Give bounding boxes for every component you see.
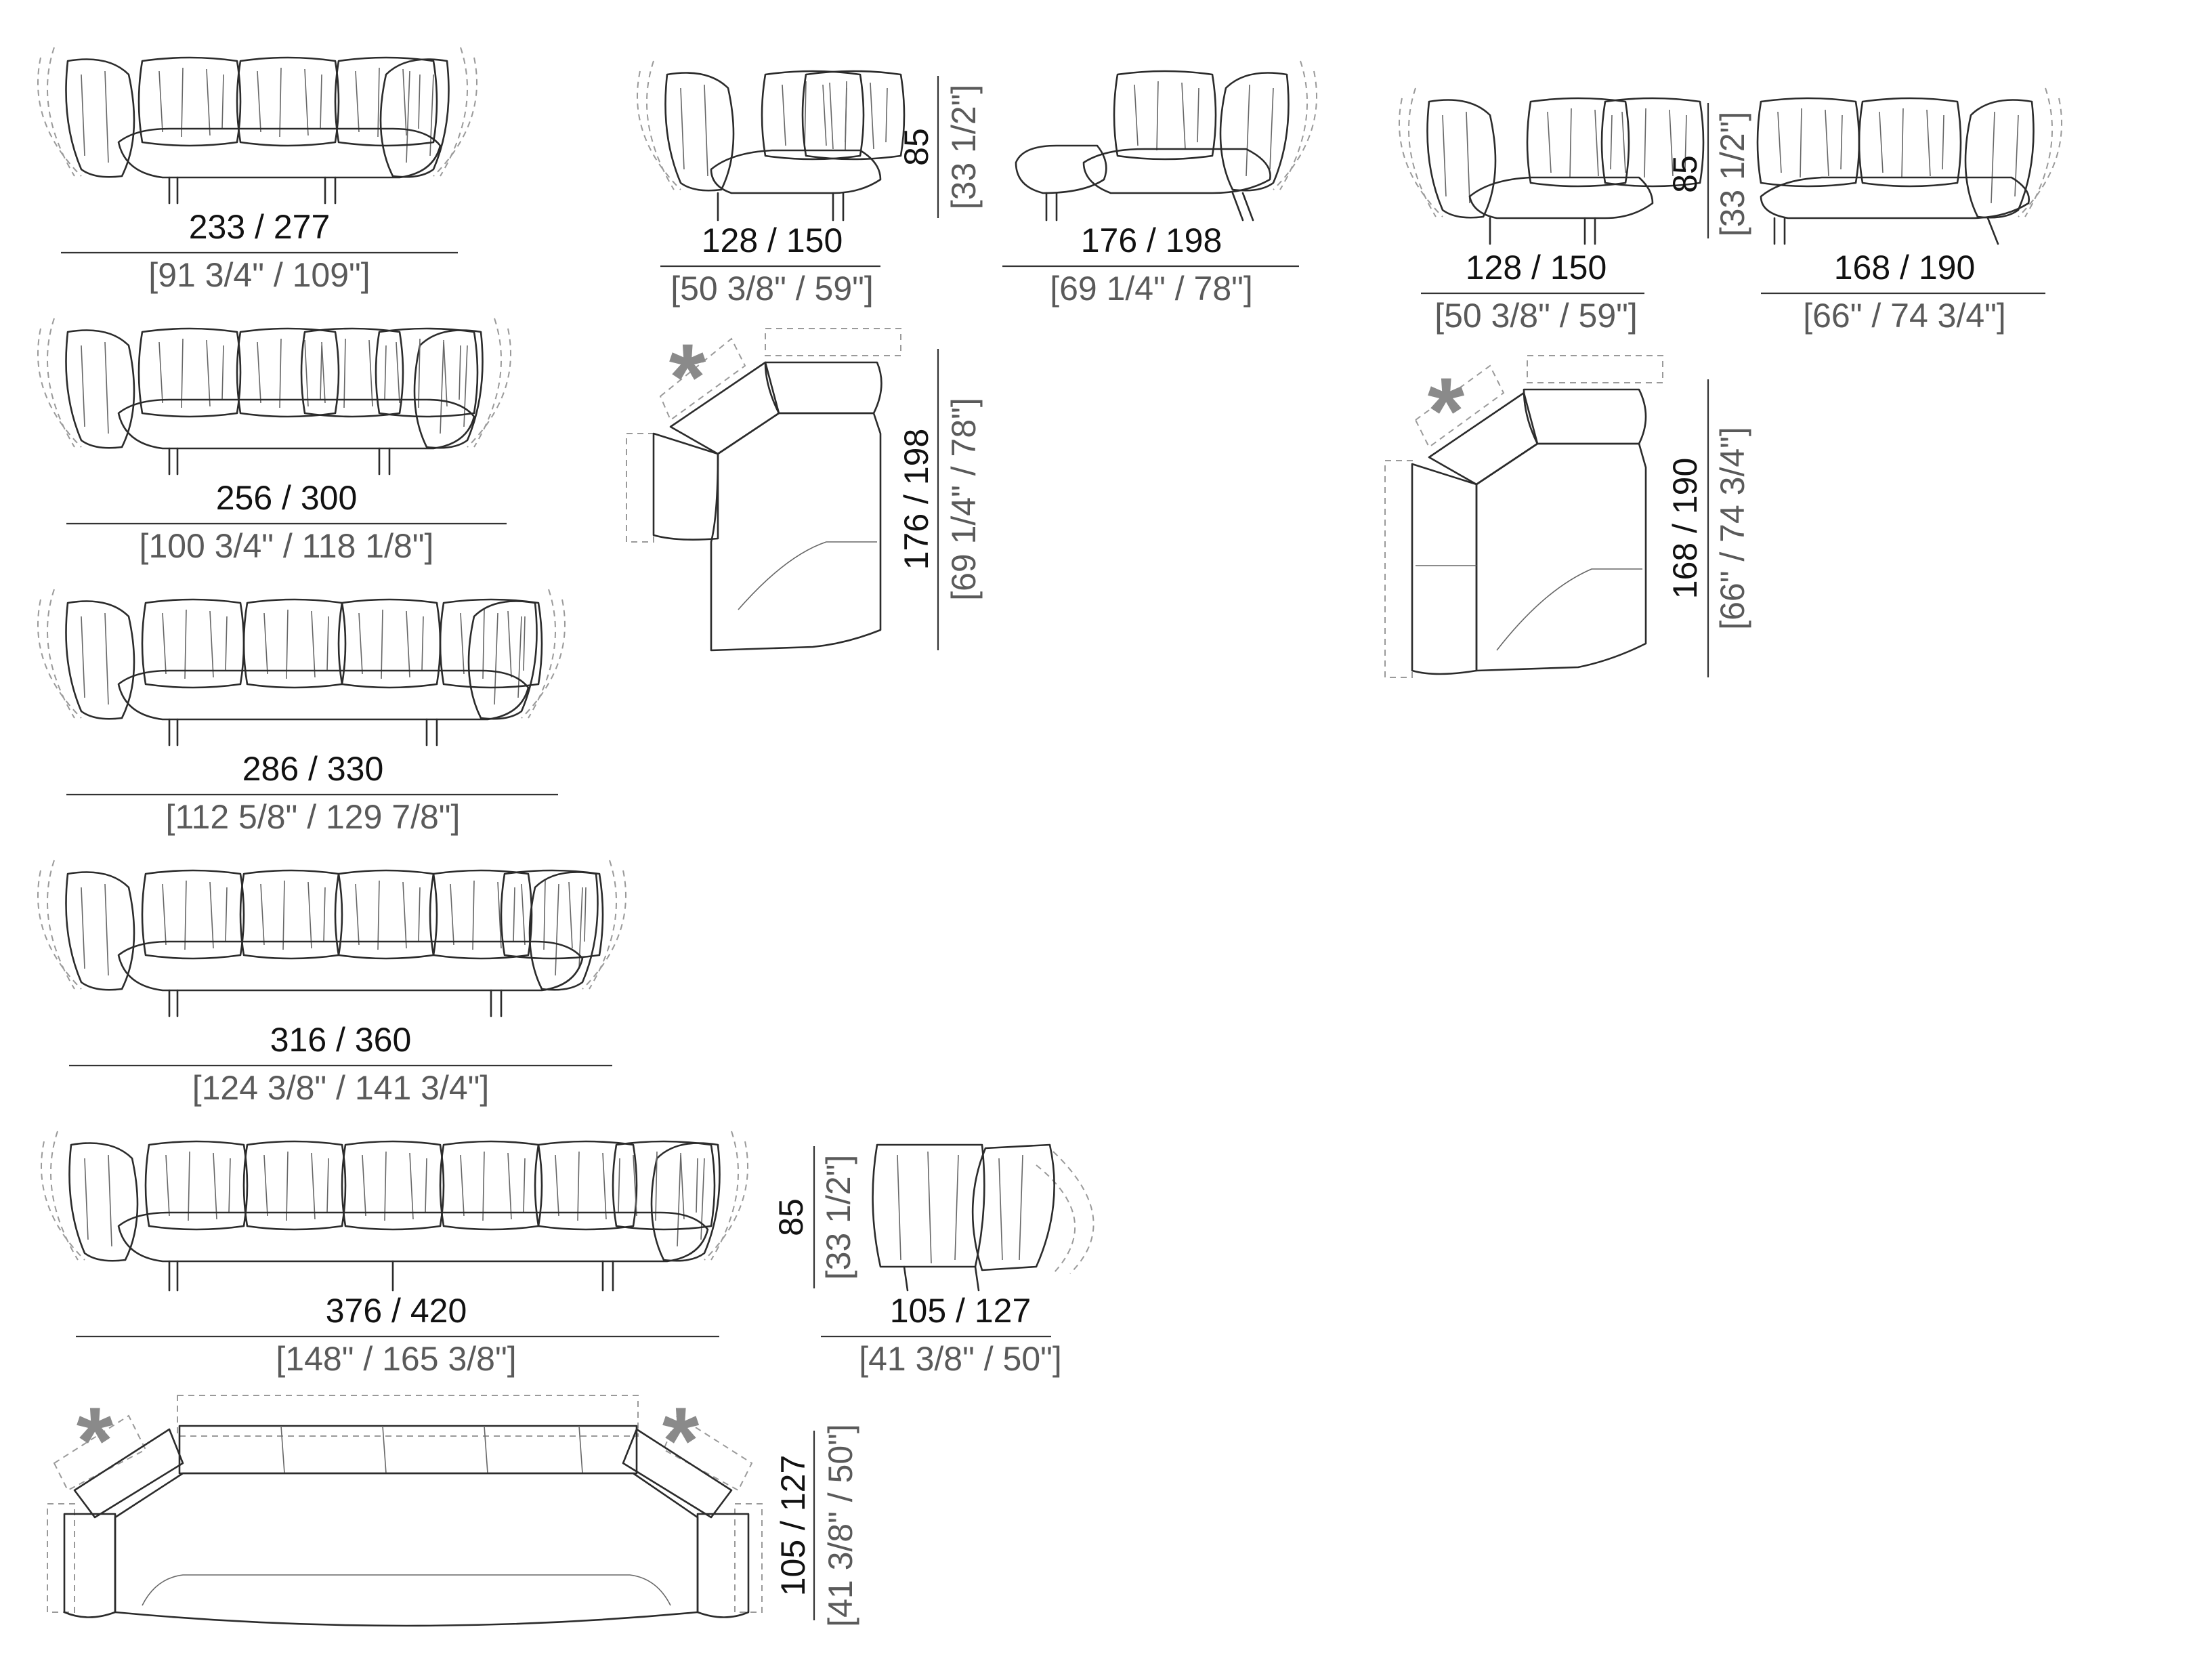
side-width-cm: 105 / 127 (890, 1292, 1031, 1330)
sofa-side-view (872, 1143, 1094, 1292)
corner-left-plan-view: * (626, 324, 901, 652)
corner-left-height-cm: 85 (897, 128, 935, 166)
sofa-front-view-376 (40, 1130, 749, 1292)
sofa-286-inch: [112 5/8" / 129 7/8"] (166, 798, 461, 836)
corner-left-front-a-cm: 128 / 150 (702, 222, 843, 259)
corner-left-front-a (636, 60, 906, 222)
corner-left-front-b-cm: 176 / 198 (1081, 222, 1222, 259)
sofa-plan-view: * * (47, 1387, 763, 1627)
corner-right-front-b-cm: 168 / 190 (1834, 249, 1976, 287)
sofa-376-cm: 376 / 420 (326, 1292, 467, 1330)
corner-left-depth-cm: 176 / 198 (897, 429, 935, 570)
corner-right-height-cm: 85 (1666, 155, 1704, 193)
sofa-front-view-256 (37, 317, 512, 476)
corner-left-front-b (1015, 60, 1318, 222)
corner-right-plan-marker: * (1428, 358, 1465, 464)
corner-right-depth-inch: [66" / 74 3/4"] (1714, 427, 1751, 630)
side-height-cm: 85 (772, 1198, 810, 1236)
corner-right-front-b-inch: [66" / 74 3/4"] (1803, 297, 2006, 335)
sofa-front-view-316 (37, 859, 627, 1017)
sofa-233-cm: 233 / 277 (189, 208, 331, 246)
corner-left-plan-marker: * (669, 324, 706, 430)
corner-right-depth-cm: 168 / 190 (1666, 458, 1704, 599)
sofa-233-inch: [91 3/4" / 109"] (148, 256, 370, 294)
sofa-front-view-233 (37, 46, 478, 205)
corner-left-depth-inch: [69 1/4" / 78"] (945, 398, 983, 601)
sofa-256-cm: 256 / 300 (216, 479, 358, 517)
corner-right-front-b (1756, 87, 2063, 245)
sofa-376-inch: [148" / 165 3/8"] (276, 1340, 516, 1378)
sofa-256-inch: [100 3/4" / 118 1/8"] (140, 527, 434, 565)
side-width-inch: [41 3/8" / 50"] (859, 1340, 1062, 1378)
corner-right-front-a-inch: [50 3/8" / 59"] (1434, 297, 1638, 335)
sofa-316-inch: [124 3/8" / 141 3/4"] (192, 1069, 490, 1107)
corner-right-front-a-cm: 128 / 150 (1466, 249, 1607, 287)
plan-depth-cm: 105 / 127 (774, 1455, 812, 1597)
plan-depth-inch: [41 3/8" / 50"] (822, 1424, 859, 1627)
corner-right-front-a (1398, 87, 1705, 245)
corner-left-front-b-inch: [69 1/4" / 78"] (1050, 270, 1253, 308)
sofa-front-view-286 (37, 588, 566, 746)
side-height-inch: [33 1/2"] (820, 1155, 857, 1280)
plan-right-marker: * (662, 1387, 700, 1494)
corner-right-height-inch: [33 1/2"] (1714, 112, 1751, 237)
corner-right-plan-view: * (1384, 355, 1663, 678)
plan-left-marker: * (77, 1387, 114, 1494)
sofa-286-cm: 286 / 330 (242, 750, 384, 788)
corner-left-front-a-inch: [50 3/8" / 59"] (671, 270, 874, 308)
corner-left-height-inch: [33 1/2"] (945, 85, 983, 210)
sofa-316-cm: 316 / 360 (270, 1021, 412, 1059)
